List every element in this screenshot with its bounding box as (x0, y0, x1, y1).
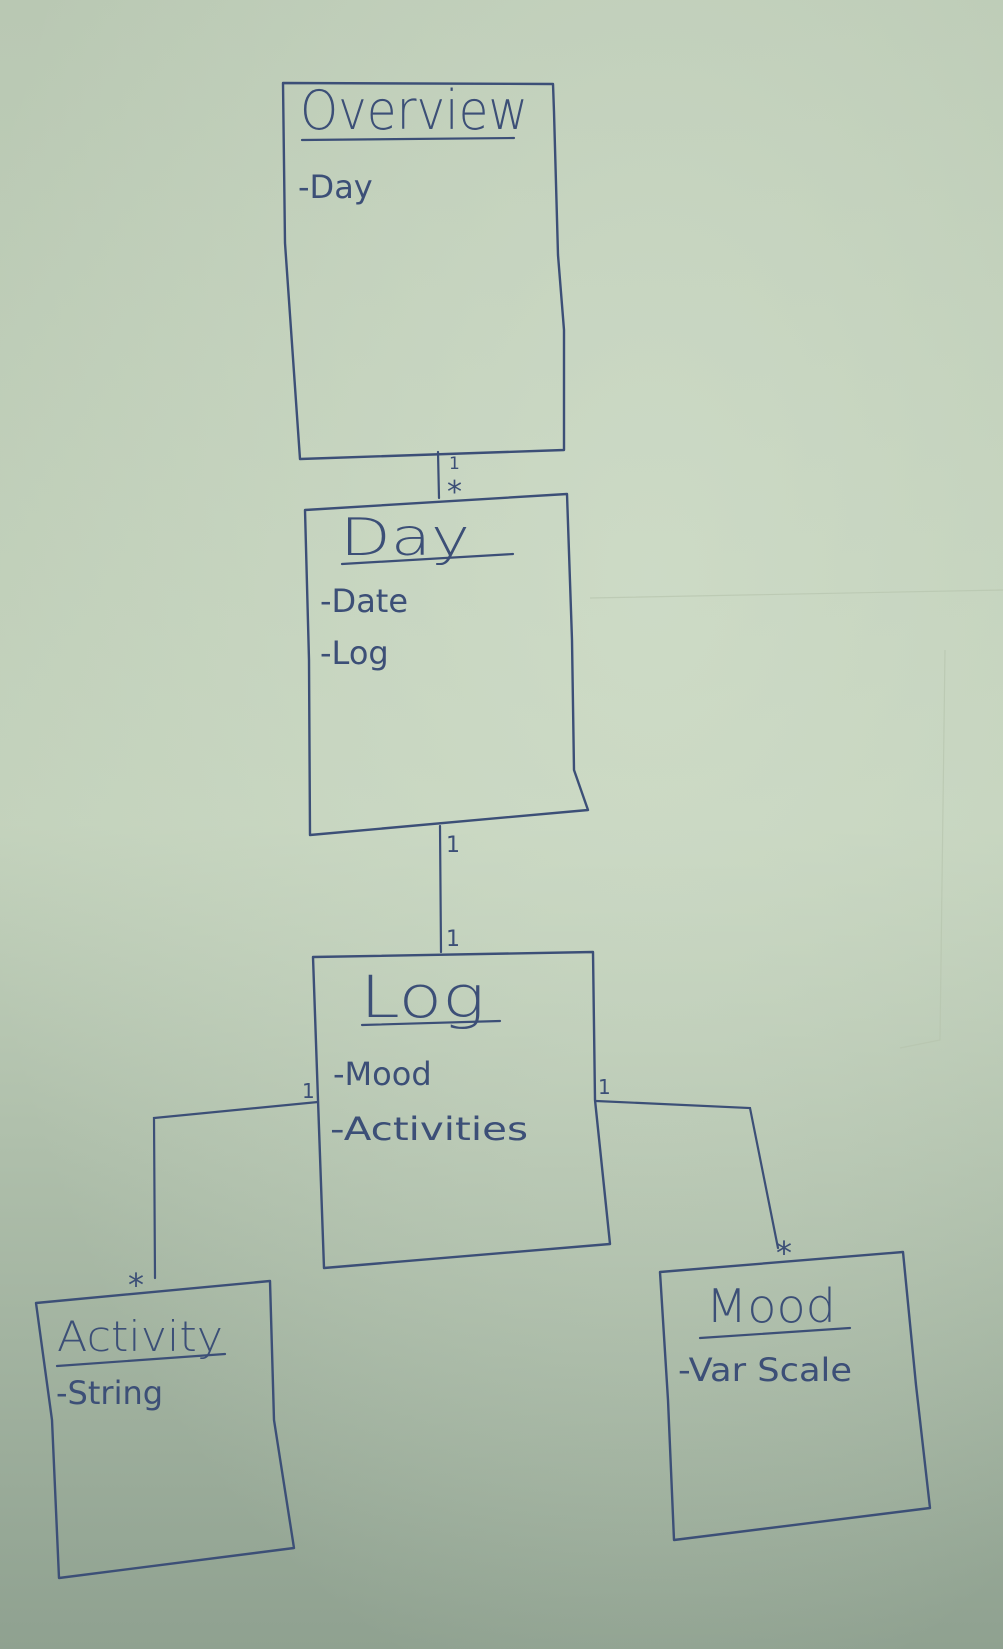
class-day-attr-1: -Date (320, 582, 408, 620)
mult-overview-day-source: 1 (449, 454, 460, 474)
class-day-name-underline (340, 552, 515, 566)
class-overview-name-underline (300, 136, 516, 142)
mult-day-log-target: 1 (446, 927, 460, 952)
class-log-name: Log (360, 963, 485, 1031)
class-activity-box (34, 1279, 296, 1580)
class-day-box (303, 492, 590, 837)
class-mood-name: Mood (706, 1279, 836, 1333)
class-log-attr-2: -Activities (330, 1110, 528, 1148)
paper-show-through (589, 589, 1003, 1049)
mult-overview-day-target: * (447, 475, 462, 510)
mult-log-mood-target: * (776, 1234, 792, 1272)
connector-log-mood (594, 1099, 780, 1250)
class-overview-name: Overview (300, 79, 528, 142)
mult-log-mood-source: 1 (598, 1075, 611, 1099)
connector-day-log (438, 824, 443, 954)
class-activity-name-underline (55, 1352, 227, 1368)
connector-log-activity (152, 1100, 320, 1280)
class-mood-box (658, 1250, 932, 1542)
class-mood-attr-1: -Var Scale (678, 1351, 852, 1389)
class-overview-attr-1: -Day (298, 168, 373, 206)
class-activity: Activity -String (34, 1279, 296, 1580)
class-mood-name-underline (698, 1326, 852, 1340)
class-log-box (311, 950, 612, 1270)
class-log-attr-1: -Mood (333, 1055, 432, 1093)
class-mood: Mood -Var Scale (658, 1250, 932, 1542)
connector-overview-day (436, 450, 441, 500)
mult-log-activity-target: * (128, 1266, 144, 1304)
class-overview: Overview -Day (281, 79, 566, 461)
class-activity-attr-1: -String (56, 1374, 163, 1412)
class-day-attr-2: -Log (320, 634, 389, 672)
class-day-name: Day (340, 508, 470, 568)
mult-log-activity-source: 1 (302, 1079, 315, 1103)
mult-day-log-source: 1 (446, 833, 460, 858)
class-overview-box (281, 81, 566, 461)
class-log: Log -Mood -Activities (311, 950, 612, 1270)
class-activity-name: Activity (57, 1312, 223, 1361)
class-day: Day -Date -Log (303, 492, 590, 837)
class-log-name-underline (360, 1019, 502, 1027)
